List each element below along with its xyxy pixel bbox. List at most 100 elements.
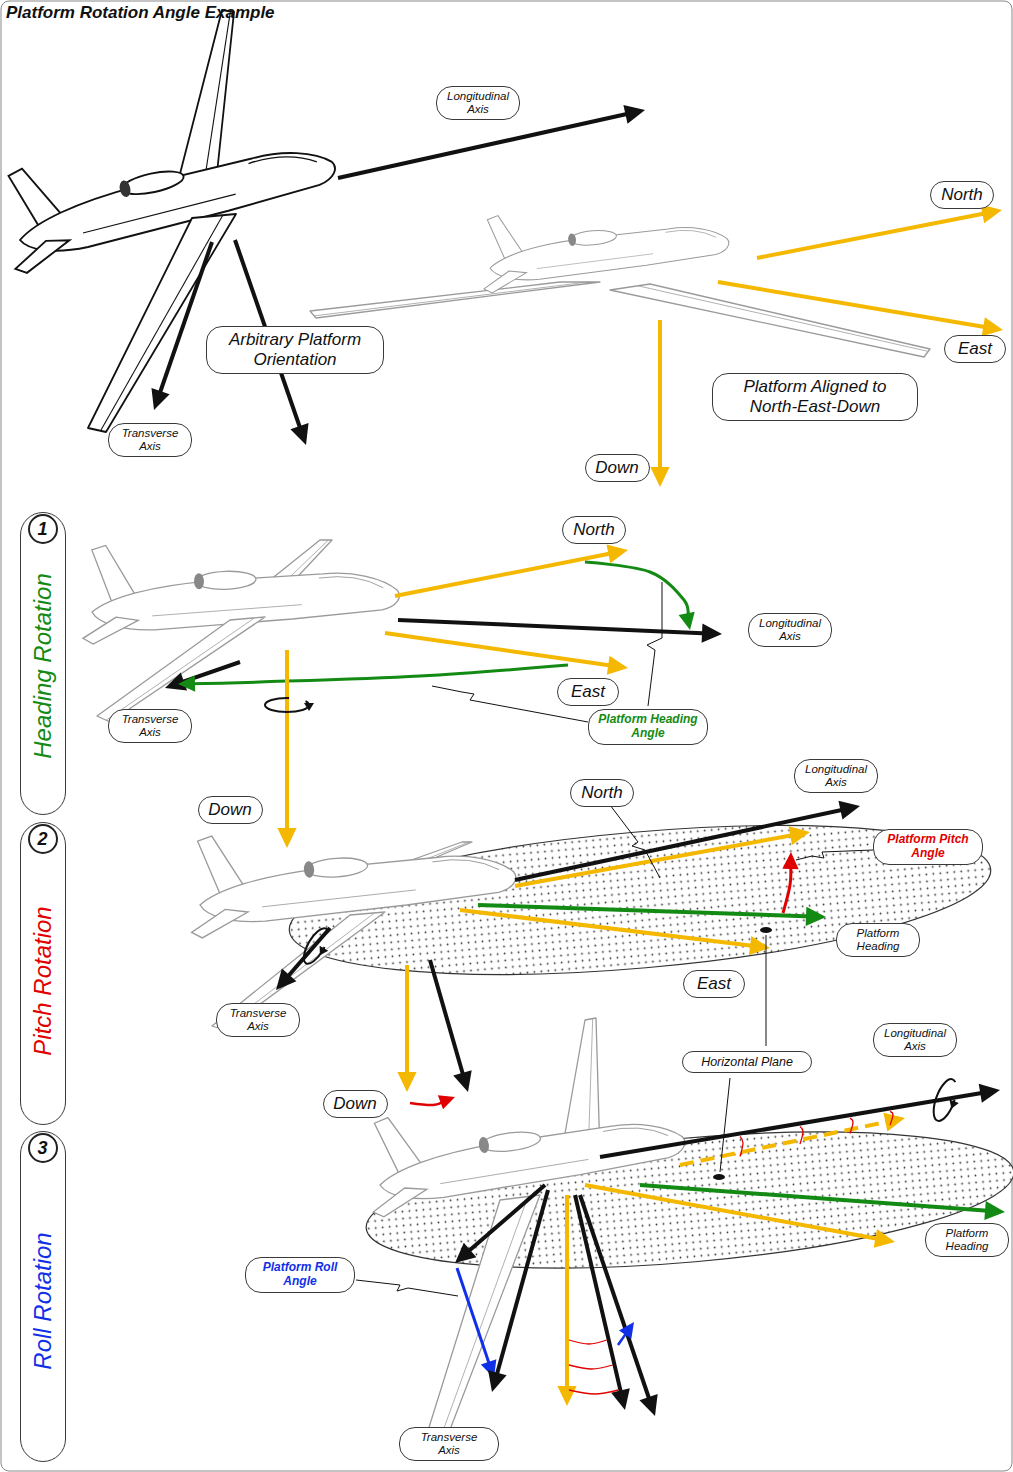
arrow-head: [874, 1229, 895, 1248]
wing-line: [440, 1197, 528, 1440]
label-text: Platform Heading Angle: [598, 713, 698, 741]
angle-mark: [569, 1340, 607, 1344]
axis-label: Platform Pitch Angle: [873, 829, 983, 865]
axis-label: Transverse Axis: [216, 1003, 300, 1037]
axis-label: Longitudinal Axis: [873, 1023, 957, 1057]
body-line: [262, 890, 417, 907]
axis-arrow: [159, 242, 212, 397]
aircraft: [80, 535, 401, 722]
arrow-head: [650, 467, 669, 487]
label-text: Arbitrary Platform Orientation: [216, 330, 374, 369]
leader-line: [610, 805, 660, 878]
arrow-head: [702, 624, 722, 643]
rotation-symbol: [299, 925, 337, 970]
step-title: Roll Rotation: [30, 1232, 56, 1369]
arrow-head: [277, 828, 296, 848]
label-text: Platform Roll Angle: [255, 1261, 345, 1289]
axis-arrow: [496, 1190, 548, 1379]
axis-arrow: [783, 864, 791, 913]
rotation-symbol: [929, 1076, 966, 1125]
axis-arrow: [385, 633, 614, 666]
axis-label: Arbitrary Platform Orientation: [206, 326, 384, 373]
axis-arrow: [338, 113, 631, 178]
canopy-line: [432, 856, 499, 874]
axis-label: Transverse Axis: [108, 423, 192, 457]
step-number: 2: [28, 824, 58, 854]
axis-label: Platform Heading Angle: [588, 709, 708, 745]
angle-mark: [569, 1390, 618, 1394]
label-text: Longitudinal Axis: [758, 617, 822, 643]
tail-fin: [190, 908, 249, 939]
axis-arrow: [430, 960, 464, 1079]
title: Platform Rotation Angle Example: [6, 3, 275, 23]
label-text: Platform Aligned to North-East-Down: [722, 377, 908, 416]
axis-arrow: [600, 1092, 986, 1157]
step-band: Roll Rotation 3: [20, 1131, 66, 1462]
wing: [310, 282, 600, 318]
arrow-head: [178, 675, 195, 691]
wing-line: [106, 618, 254, 720]
engine: [480, 1129, 542, 1154]
step-title: Heading Rotation: [30, 573, 56, 758]
arrow-head: [679, 612, 695, 630]
body-line: [537, 254, 654, 269]
engine: [569, 229, 617, 247]
arrow-head: [984, 1201, 1005, 1220]
horizontal-plane: [361, 1110, 1013, 1290]
axis-label: North: [570, 779, 634, 807]
arrow-head: [151, 388, 169, 410]
label-text: Transverse Axis: [409, 1431, 489, 1457]
label-text: Platform Heading: [935, 1227, 999, 1253]
arrow-head: [607, 656, 628, 675]
label-text: Longitudinal Axis: [446, 90, 510, 116]
label-text: Transverse Axis: [226, 1007, 290, 1033]
arrow-head: [397, 1072, 416, 1092]
arrow-head: [749, 936, 770, 955]
axis-arrow: [405, 965, 409, 1078]
arrow-head: [838, 801, 860, 820]
rotation-symbol: [265, 698, 314, 712]
axis-arrow: [285, 928, 330, 979]
step-number: 3: [28, 1133, 58, 1163]
leader-line: [647, 582, 662, 706]
label-text: Transverse Axis: [118, 427, 182, 453]
tail-fin: [371, 1185, 430, 1218]
axis-arrow: [395, 553, 614, 596]
axis-arrow: [718, 282, 989, 328]
label-text: Horizontal Plane: [692, 1055, 802, 1069]
axis-label: Down: [323, 1090, 388, 1118]
axis-label: Longitudinal Axis: [436, 86, 520, 120]
leader-line: [796, 850, 873, 860]
arrow-head: [639, 1394, 657, 1416]
label-text: Down: [208, 800, 253, 820]
label-text: Longitudinal Axis: [883, 1027, 947, 1053]
canopy-line: [248, 149, 317, 176]
aircraft: [185, 815, 519, 1030]
axis-label: Longitudinal Axis: [748, 613, 832, 647]
arrow-head: [438, 1095, 455, 1109]
leader-dot: [713, 1174, 725, 1180]
engine-inlet: [478, 1136, 490, 1153]
axis-arrow: [658, 320, 662, 473]
wing-line: [101, 215, 223, 431]
axis-label: Down: [198, 796, 263, 824]
wing-line: [314, 282, 588, 316]
axis-arrow: [410, 1101, 445, 1105]
step-title: Pitch Rotation: [30, 906, 56, 1055]
wing: [426, 1195, 540, 1440]
engine-inlet: [118, 179, 132, 198]
angle-mark: [850, 1118, 853, 1133]
leader-line: [766, 935, 767, 1046]
body-line: [440, 1159, 590, 1183]
axis-arrow: [515, 835, 796, 886]
engine-inlet: [568, 233, 577, 246]
step-number: 1: [28, 514, 58, 544]
fuselage: [488, 224, 731, 284]
label-text: Platform Pitch Angle: [883, 833, 973, 861]
wing-line: [638, 286, 928, 352]
step-band: Heading Rotation 1: [20, 512, 66, 815]
leader-line: [356, 1280, 458, 1296]
arrow-head: [806, 907, 826, 926]
axis-label: East: [557, 678, 619, 706]
